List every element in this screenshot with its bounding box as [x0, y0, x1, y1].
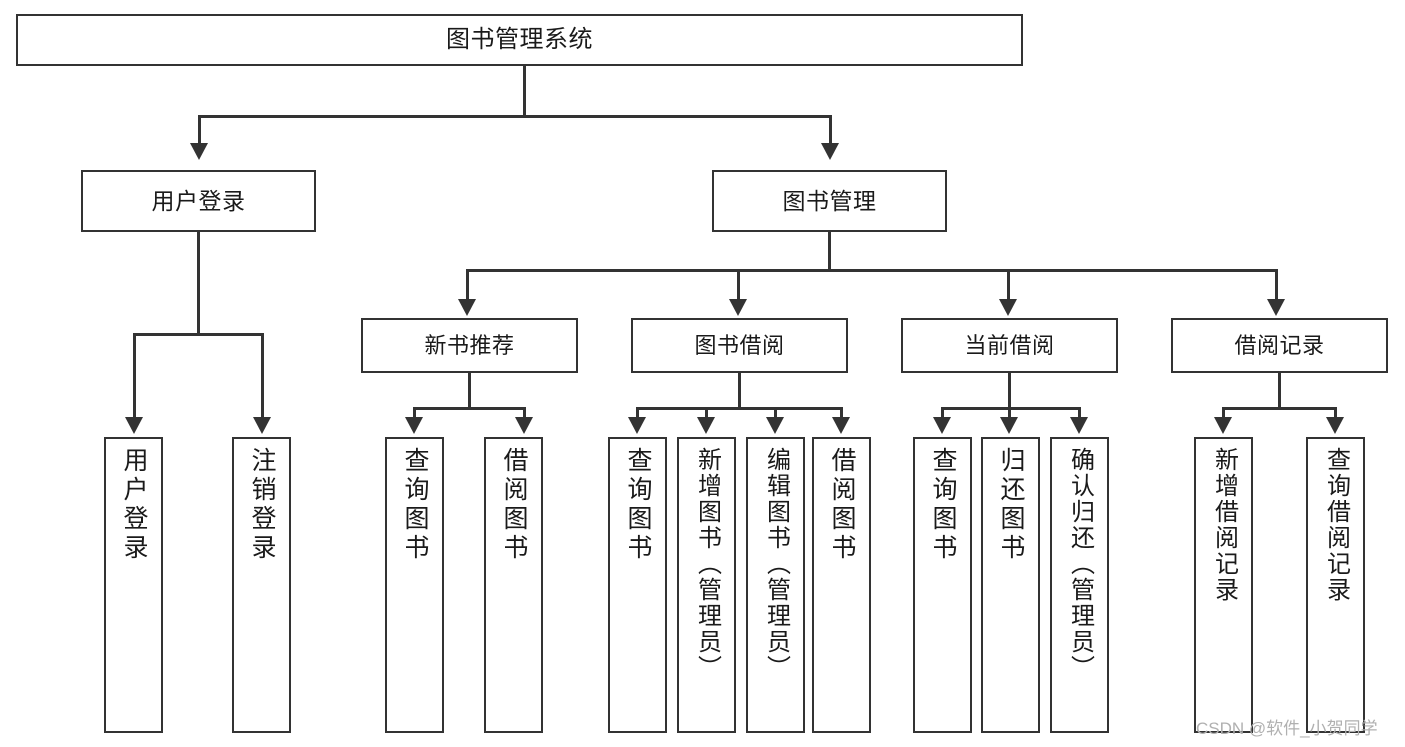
node-borrow-record[interactable]: 借阅记录 — [1171, 318, 1388, 373]
node-label: 查询图书 — [624, 447, 652, 563]
arrowhead-to-new-book-recommend — [458, 299, 476, 316]
connector-root-to-book-manage — [829, 115, 832, 145]
arrowhead-current-borrow-leaf-3 — [1070, 417, 1088, 434]
connector-book-borrow-leg-3 — [774, 407, 777, 419]
connector-book-manage-leg-3 — [1007, 269, 1010, 301]
arrowhead-current-borrow-leaf-2 — [1000, 417, 1018, 434]
connector-borrow-record-bar — [1222, 407, 1337, 410]
connector-borrow-record-leg-1 — [1222, 407, 1225, 419]
connector-current-borrow-leg-3 — [1078, 407, 1081, 419]
connector-root-bar — [198, 115, 832, 118]
connector-book-manage-stem — [828, 232, 831, 271]
leaf-edit-book-admin[interactable]: 编辑图书（管理员） — [746, 437, 805, 733]
leaf-query-borrow-record[interactable]: 查询借阅记录 — [1306, 437, 1365, 733]
node-label: 图书借阅 — [694, 332, 785, 358]
leaf-borrow-book-recommend[interactable]: 借阅图书 — [484, 437, 543, 733]
arrowhead-book-borrow-leaf-4 — [832, 417, 850, 434]
node-label: 编辑图书（管理员） — [762, 447, 790, 681]
connector-book-manage-bar — [466, 269, 1278, 272]
connector-user-login-stem — [197, 232, 200, 335]
connector-current-borrow-leg-2 — [1008, 407, 1011, 419]
connector-user-login-bar — [133, 333, 264, 336]
node-label: 图书管理 — [782, 187, 877, 214]
node-label: 用户登录 — [151, 187, 246, 214]
connector-user-login-leg-2 — [261, 333, 264, 419]
node-label: 借阅图书 — [500, 447, 528, 563]
node-book-management[interactable]: 图书管理 — [712, 170, 947, 232]
connector-root-stem — [523, 66, 526, 117]
leaf-add-borrow-record[interactable]: 新增借阅记录 — [1194, 437, 1253, 733]
arrowhead-borrow-record-leaf-2 — [1326, 417, 1344, 434]
arrowhead-current-borrow-leaf-1 — [933, 417, 951, 434]
node-label: 新书推荐 — [424, 332, 515, 358]
node-label: 新增借阅记录 — [1210, 447, 1238, 603]
leaf-query-book-current[interactable]: 查询图书 — [913, 437, 972, 733]
arrowhead-borrow-record-leaf-1 — [1214, 417, 1232, 434]
connector-book-borrow-leg-1 — [636, 407, 639, 419]
node-label: 查询图书 — [401, 447, 429, 563]
connector-new-book-bar — [413, 407, 526, 410]
node-root-library-management-system[interactable]: 图书管理系统 — [16, 14, 1023, 66]
connector-borrow-record-leg-2 — [1334, 407, 1337, 419]
leaf-logout-login[interactable]: 注销登录 — [232, 437, 291, 733]
arrowhead-user-login-leaf-1 — [125, 417, 143, 434]
connector-book-borrow-bar — [636, 407, 843, 410]
node-label: 查询图书 — [929, 447, 957, 563]
connector-root-to-user-login — [198, 115, 201, 145]
arrowhead-to-current-borrow — [999, 299, 1017, 316]
connector-user-login-leg-1 — [133, 333, 136, 419]
arrowhead-book-borrow-leaf-1 — [628, 417, 646, 434]
arrowhead-new-book-leaf-1 — [405, 417, 423, 434]
connector-new-book-stem — [468, 373, 471, 410]
arrowhead-book-borrow-leaf-3 — [766, 417, 784, 434]
csdn-watermark: CSDN @软件_小贺同学 — [1196, 719, 1378, 738]
arrowhead-to-book-manage — [821, 143, 839, 160]
arrowhead-new-book-leaf-2 — [515, 417, 533, 434]
node-label: 图书管理系统 — [446, 26, 593, 53]
connector-book-manage-leg-2 — [737, 269, 740, 301]
connector-book-borrow-stem — [738, 373, 741, 410]
node-label: 用户登录 — [120, 447, 148, 563]
arrowhead-book-borrow-leaf-2 — [697, 417, 715, 434]
leaf-user-login[interactable]: 用户登录 — [104, 437, 163, 733]
leaf-query-book-recommend[interactable]: 查询图书 — [385, 437, 444, 733]
node-label: 查询借阅记录 — [1322, 447, 1350, 603]
connector-book-manage-leg-4 — [1275, 269, 1278, 301]
node-book-borrow[interactable]: 图书借阅 — [631, 318, 848, 373]
connector-book-manage-leg-1 — [466, 269, 469, 301]
arrowhead-to-user-login — [190, 143, 208, 160]
node-label: 确认归还（管理员） — [1066, 447, 1094, 681]
connector-borrow-record-stem — [1278, 373, 1281, 410]
node-label: 借阅图书 — [828, 447, 856, 563]
node-label: 当前借阅 — [964, 332, 1055, 358]
connector-current-borrow-leg-1 — [941, 407, 944, 419]
node-user-login[interactable]: 用户登录 — [81, 170, 316, 232]
node-label: 归还图书 — [997, 447, 1025, 563]
connector-new-book-leg-2 — [523, 407, 526, 419]
node-label: 借阅记录 — [1234, 332, 1325, 358]
leaf-query-book-borrow[interactable]: 查询图书 — [608, 437, 667, 733]
connector-book-borrow-leg-4 — [840, 407, 843, 419]
leaf-return-book[interactable]: 归还图书 — [981, 437, 1040, 733]
connector-new-book-leg-1 — [413, 407, 416, 419]
connector-current-borrow-stem — [1008, 373, 1011, 410]
node-label: 注销登录 — [248, 447, 276, 563]
node-new-book-recommend[interactable]: 新书推荐 — [361, 318, 578, 373]
node-current-borrow[interactable]: 当前借阅 — [901, 318, 1118, 373]
connector-current-borrow-bar — [941, 407, 1081, 410]
arrowhead-to-borrow-record — [1267, 299, 1285, 316]
arrowhead-to-book-borrow — [729, 299, 747, 316]
arrowhead-user-login-leaf-2 — [253, 417, 271, 434]
node-label: 新增图书（管理员） — [693, 447, 721, 681]
leaf-add-book-admin[interactable]: 新增图书（管理员） — [677, 437, 736, 733]
leaf-borrow-book[interactable]: 借阅图书 — [812, 437, 871, 733]
leaf-confirm-return-admin[interactable]: 确认归还（管理员） — [1050, 437, 1109, 733]
connector-book-borrow-leg-2 — [705, 407, 708, 419]
